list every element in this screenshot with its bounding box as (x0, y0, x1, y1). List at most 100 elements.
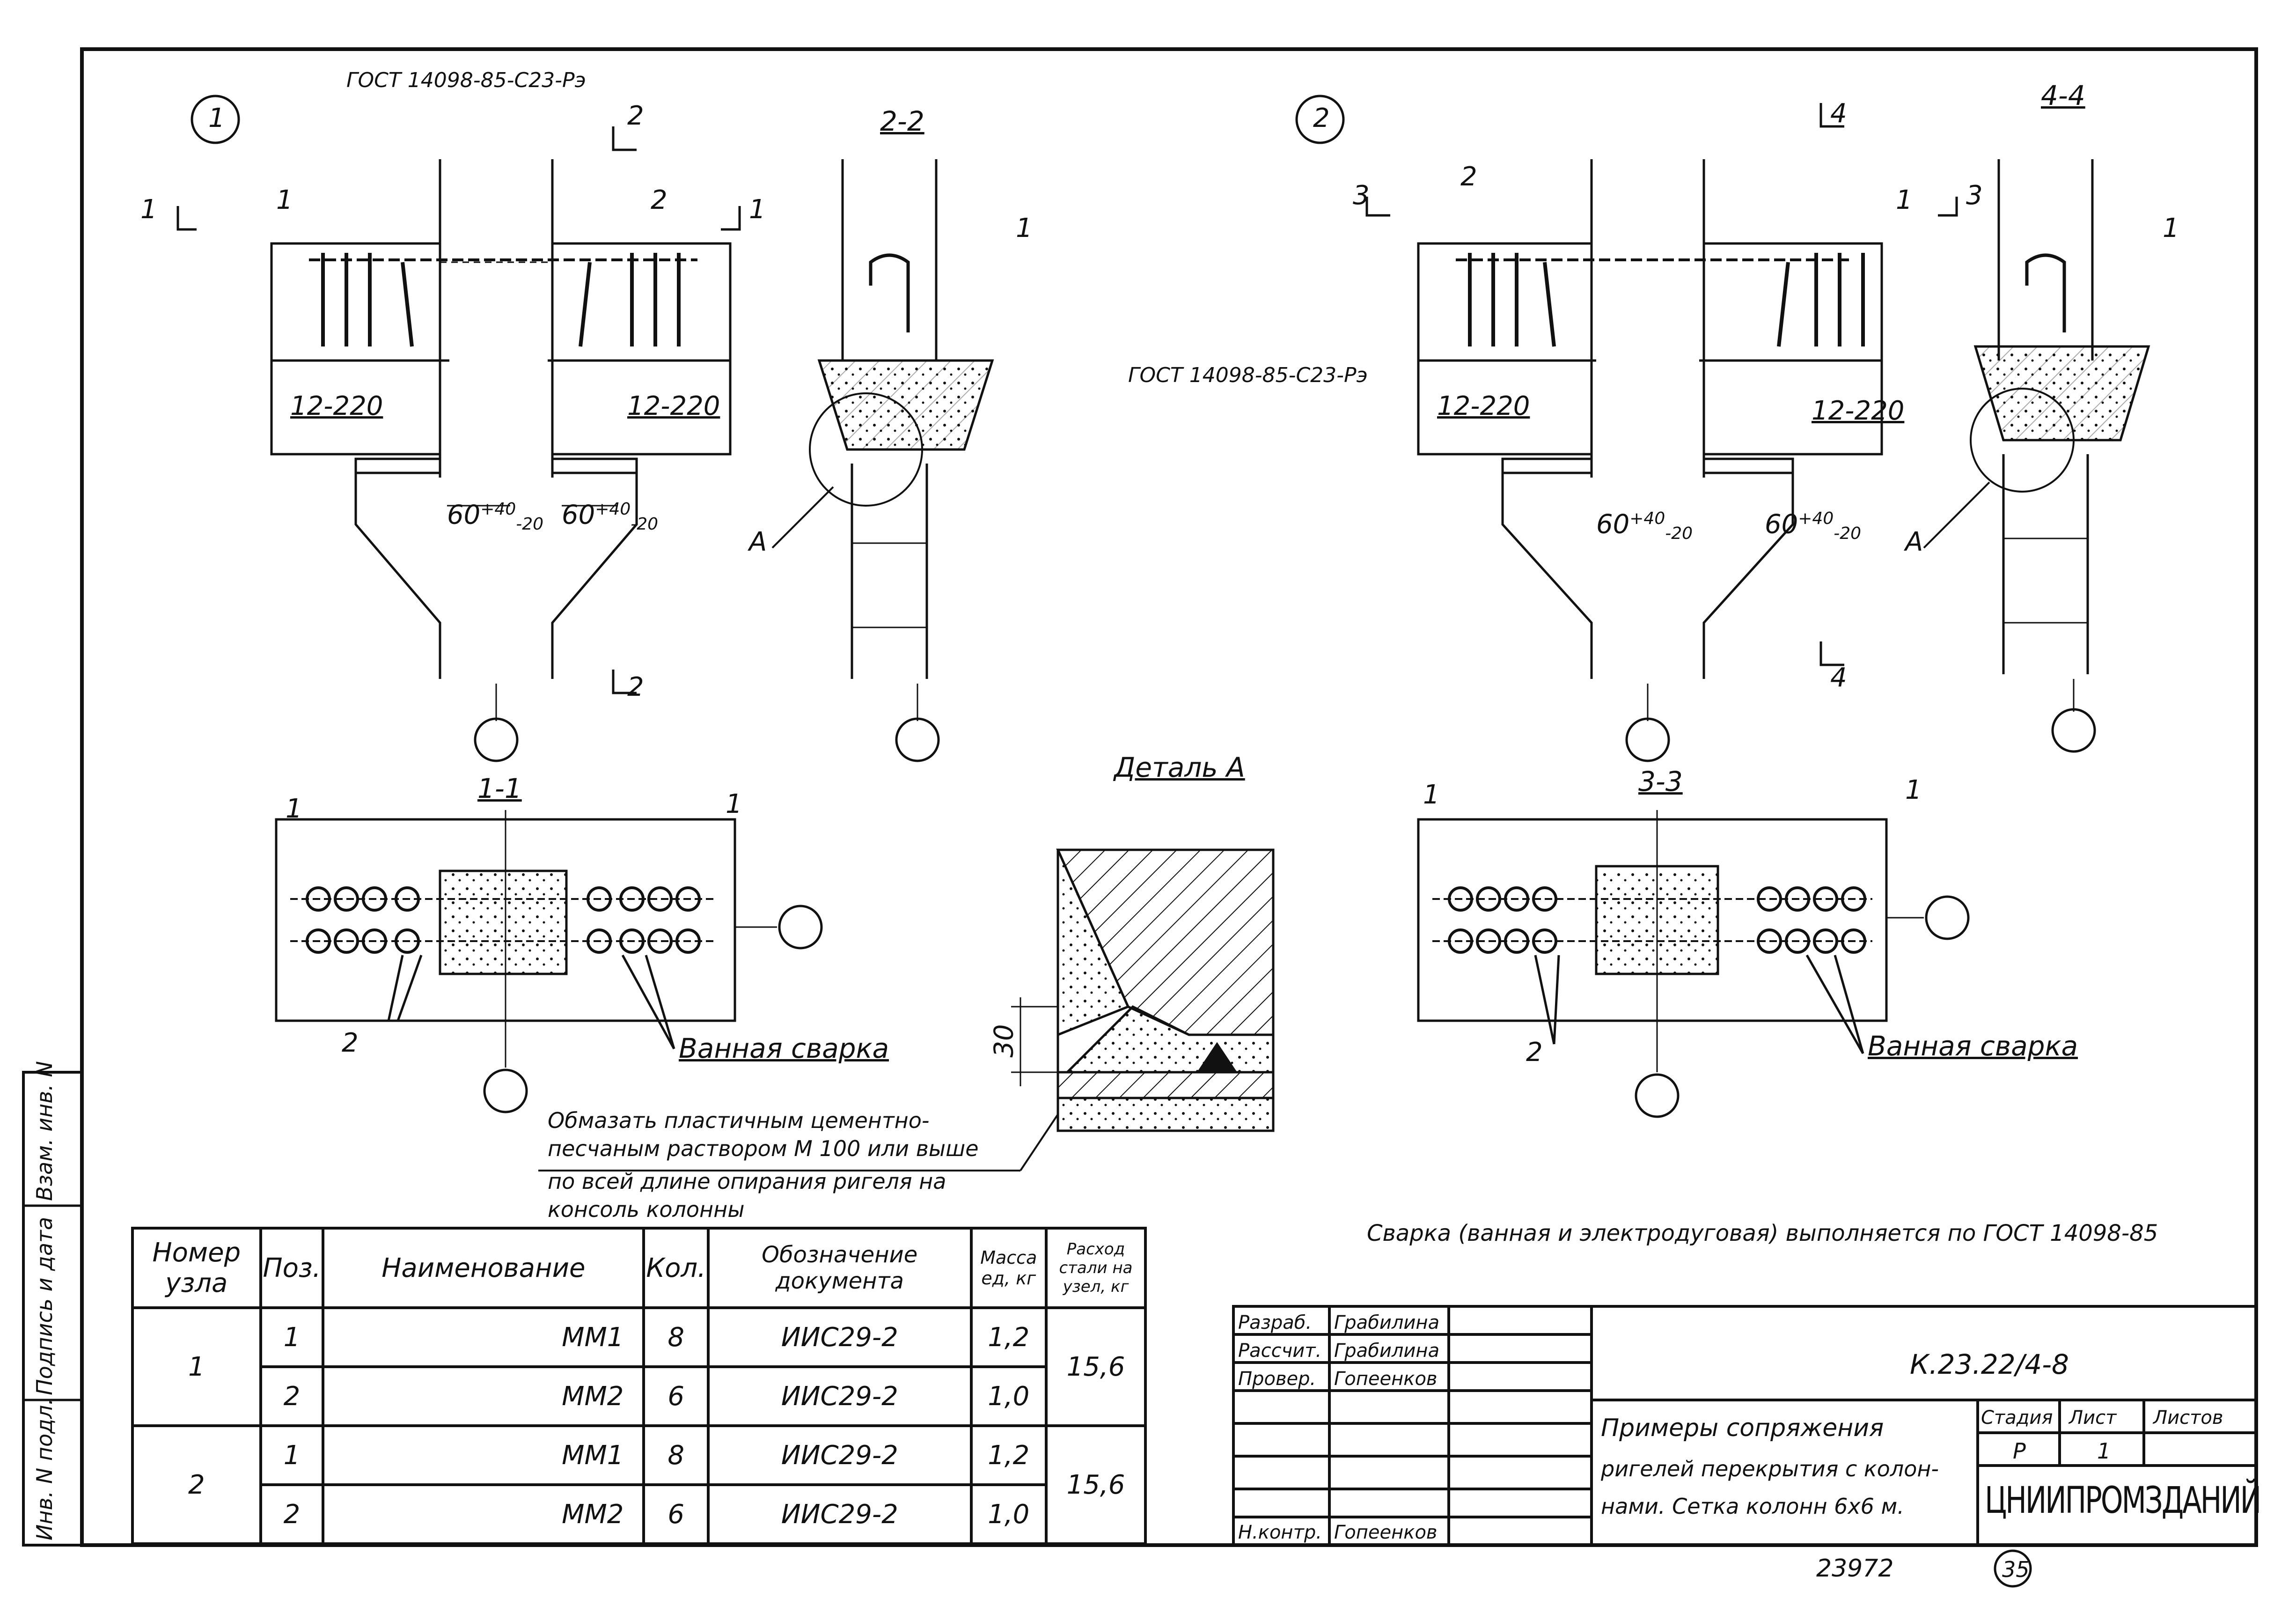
section-1-1 (275, 810, 823, 1113)
spec-header-doc: Обозначение документа (706, 1227, 973, 1309)
table-row: 2 ММ2 6 ИИС29-2 1,0 (132, 1365, 1145, 1427)
gap-dim-4: 60+40-20 (1765, 509, 1862, 543)
tb-stage: Р (2013, 1438, 2026, 1464)
detail-ref-a-1: А (749, 527, 767, 557)
spec-header-pos: Поз. (259, 1227, 325, 1309)
spec-pos: 2 (259, 1365, 325, 1427)
tb-role-2: Провер. (1238, 1368, 1316, 1390)
mortar-note-line3: по всей длине опирания ригеля на (548, 1169, 946, 1194)
dim-30: 30 (989, 1024, 1020, 1058)
plate-label-right: 12-220 (627, 391, 720, 421)
pos-1-label-11-right: 1 (726, 789, 742, 819)
tb-role-6: Н.контр. (1238, 1522, 1322, 1543)
tb-sheet-label: Лист (2069, 1407, 2117, 1429)
pos-2-label-33: 2 (1526, 1037, 1543, 1068)
tb-name-0: Грабилина (1334, 1312, 1440, 1333)
detail-a (1011, 848, 1275, 1132)
weld-gost-note: Сварка (ванная и электродуговая) выполня… (1367, 1220, 2158, 1246)
section-mark-2-top: 2 (627, 101, 644, 131)
spec-pos: 1 (259, 1424, 325, 1486)
spec-doc: ИИС29-2 (706, 1424, 973, 1486)
title-block-frame (1232, 1305, 2258, 1547)
spec-doc: ИИС29-2 (706, 1365, 973, 1427)
section-mark-4-top: 4 (1830, 98, 1847, 129)
mortar-note-line2: песчаным раствором М 100 или выше (548, 1136, 979, 1161)
spec-qty: 6 (642, 1483, 710, 1545)
tb-title-line3: нами. Сетка колонн 6х6 м. (1601, 1494, 1904, 1519)
spec-header-total: Расход стали на узел, кг (1045, 1227, 1147, 1309)
section-mark-3-right: 3 (1966, 180, 1983, 211)
node1-number: 1 (208, 103, 225, 133)
section-mark-1-left: 1 (140, 194, 157, 225)
pos-2-label: 2 (651, 185, 668, 215)
spec-table: Номер узла Поз. Наименование Кол. Обозна… (131, 1227, 1147, 1545)
section-1-1-title: 1-1 (477, 773, 522, 804)
spec-node: 2 (131, 1424, 262, 1545)
node1-elevation (176, 95, 741, 762)
side-stamp-replace: Взам. инв. N (32, 1061, 57, 1201)
gap-dim-2: 60+40-20 (562, 500, 659, 534)
plate-label-left-2: 12-220 (1437, 391, 1530, 421)
plate-label-right-2: 12-220 (1812, 396, 1905, 426)
mortar-note-line1: Обмазать пластичным цементно- (548, 1108, 930, 1133)
spec-doc: ИИС29-2 (706, 1483, 973, 1545)
tb-stage-label: Стадия (1981, 1407, 2053, 1429)
weld-gost-label: ГОСТ 14098-85-С23-Рэ (346, 68, 586, 92)
section-mark-4-bottom: 4 (1830, 663, 1847, 693)
side-stamp-inventory: Инв. N подл. (32, 1398, 57, 1540)
spec-qty: 8 (642, 1424, 710, 1486)
tb-name-6: Гопеенков (1334, 1522, 1438, 1543)
spec-header-mass: Масса ед, кг (969, 1227, 1048, 1309)
spec-name: ММ2 (322, 1365, 646, 1427)
side-stamp-frame (22, 1071, 83, 1547)
spec-pos: 1 (259, 1306, 325, 1368)
node1-marker (191, 95, 240, 144)
node2-elevation (1295, 95, 1958, 762)
table-row: 2 1 ММ1 8 ИИС29-2 1,2 15,6 (131, 1424, 1147, 1545)
spec-node: 1 (131, 1306, 262, 1427)
pos-1-label-n2: 1 (1896, 185, 1913, 215)
spec-name: ММ2 (322, 1483, 646, 1545)
pos-1-label-33-left: 1 (1423, 780, 1440, 810)
spec-pos: 2 (259, 1483, 325, 1545)
bath-weld-label-1: Ванная сварка (679, 1032, 889, 1064)
node2-marker (1295, 95, 1345, 144)
tb-code: К.23.22/4-8 (1910, 1348, 2069, 1380)
tb-title-line1: Примеры сопряжения (1601, 1414, 1884, 1442)
tb-sheets-label: Листов (2153, 1407, 2223, 1429)
weld-gost-label-2: ГОСТ 14098-85-С23-Рэ (1128, 363, 1368, 387)
spec-qty: 6 (642, 1365, 710, 1427)
section-mark-3-left: 3 (1353, 180, 1370, 211)
table-row: 1 1 ММ1 8 ИИС29-2 1,2 15,6 (131, 1306, 1147, 1427)
gap-dim-1: 60+40-20 (447, 500, 544, 534)
section-4-4 (1923, 159, 2150, 753)
spec-header-node: Номер узла (131, 1227, 262, 1309)
spec-mass: 1,2 (969, 1306, 1048, 1368)
pos-1-label-44: 1 (2163, 213, 2179, 243)
spec-header-qty: Кол. (642, 1227, 710, 1309)
tb-name-2: Гопеенков (1334, 1368, 1438, 1390)
pos-1-label-11-left: 1 (286, 794, 302, 824)
spec-qty: 8 (642, 1306, 710, 1368)
node1-column-circle (474, 717, 519, 762)
pos-1-label: 1 (276, 185, 293, 215)
pos-1-label-22: 1 (1016, 213, 1033, 243)
tb-organization: ЦНИИПРОМЗДАНИЙ (1985, 1480, 2261, 1522)
page-number-circle (1994, 1549, 2032, 1588)
spec-total: 15,6 (1045, 1306, 1147, 1427)
spec-mass: 1,2 (969, 1424, 1048, 1486)
page-number: 35 (2002, 1557, 2030, 1582)
spec-header-name: Наименование (322, 1227, 646, 1309)
spec-doc: ИИС29-2 (706, 1306, 973, 1368)
sheet-frame (80, 47, 2258, 1547)
pos-1-label-33-right: 1 (1905, 775, 1922, 805)
bath-weld-label-2: Ванная сварка (1868, 1030, 2078, 1062)
plate-label-left: 12-220 (290, 391, 383, 421)
spec-name: ММ1 (322, 1306, 646, 1368)
tb-title-line2: ригелей перекрытия с колон- (1601, 1456, 1939, 1481)
section-4-4-title: 4-4 (2041, 80, 2085, 111)
archive-number: 23972 (1816, 1554, 1894, 1583)
pos-2-label-n2: 2 (1460, 162, 1477, 192)
tb-role-0: Разраб. (1238, 1312, 1312, 1333)
